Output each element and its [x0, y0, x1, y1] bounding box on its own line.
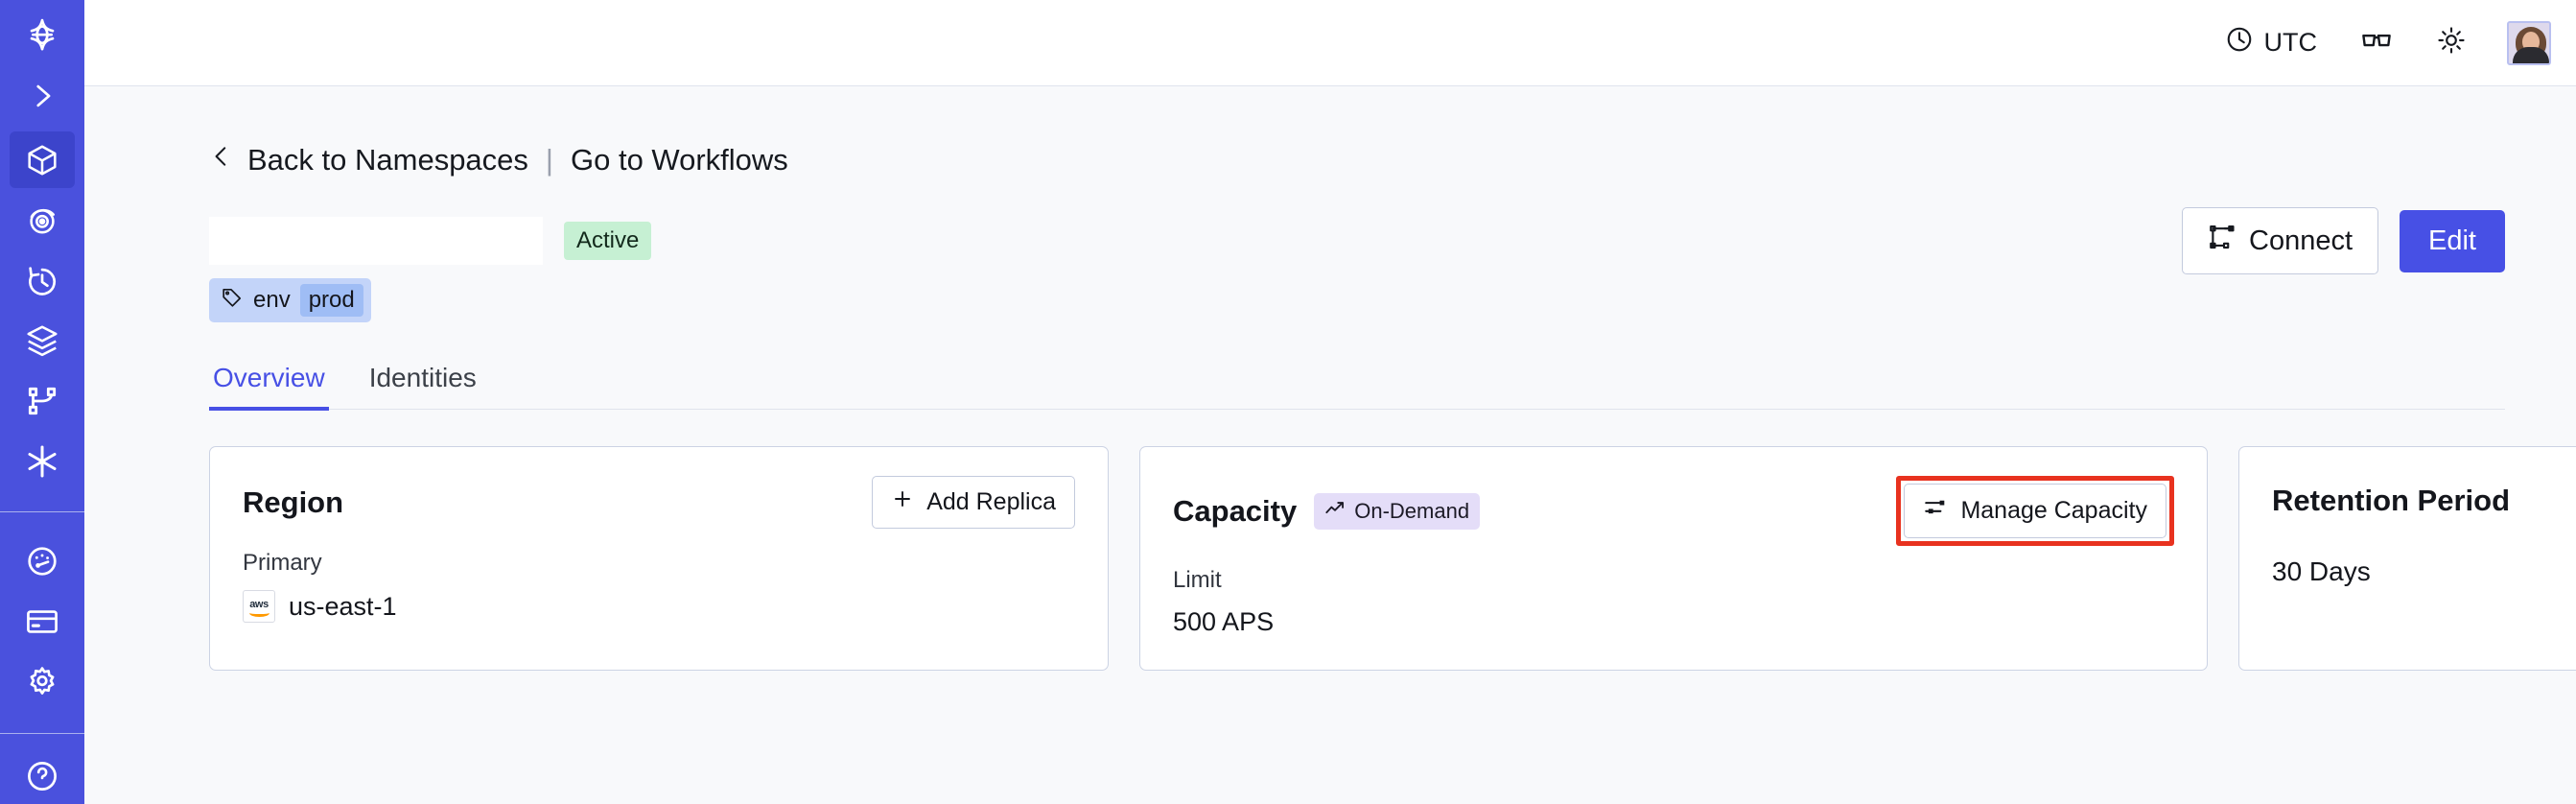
breadcrumb-back-link[interactable]: Back to Namespaces — [247, 143, 528, 177]
sun-icon — [2436, 25, 2467, 60]
chevron-left-icon[interactable] — [209, 142, 234, 178]
avatar-body — [2513, 46, 2549, 63]
region-primary-value: us-east-1 — [289, 591, 397, 621]
capacity-limit-value: 500 APS — [1173, 607, 1275, 636]
capacity-limit-label: Limit — [1173, 567, 1222, 593]
status-badge: Active — [564, 222, 652, 260]
tab-identities[interactable]: Identities — [368, 363, 477, 392]
plus-icon — [891, 487, 914, 517]
retention-card-title: Retention Period — [2272, 484, 2511, 517]
compass-star-logo-icon — [23, 16, 61, 55]
region-card: Region Add Replica Primary — [209, 446, 1109, 671]
capacity-card-title-group: Capacity On-Demand — [1173, 492, 1481, 530]
main-column: UTC — [84, 0, 2576, 804]
retention-card: Retention Period 30 Days — [2238, 446, 2576, 671]
edit-button[interactable]: Edit — [2400, 209, 2505, 272]
tag-key: env — [253, 287, 291, 313]
manage-capacity-button[interactable]: Manage Capacity — [1904, 484, 2166, 538]
on-demand-badge: On-Demand — [1314, 492, 1481, 530]
timezone-selector[interactable]: UTC — [2210, 17, 2333, 68]
tab-overview[interactable]: Overview — [209, 363, 329, 411]
asterisk-icon — [23, 442, 61, 481]
sidebar-item-settings[interactable] — [10, 653, 75, 710]
add-replica-button[interactable]: Add Replica — [872, 476, 1075, 529]
sidebar-divider-2 — [0, 733, 84, 735]
sidebar-item-workflows[interactable] — [10, 373, 75, 430]
sidebar-item-schedules[interactable] — [10, 252, 75, 309]
help-circle-icon — [24, 758, 60, 794]
sidebar-expand-toggle[interactable] — [10, 68, 75, 125]
credit-card-icon — [24, 603, 60, 640]
tag-env[interactable]: env prod — [209, 278, 371, 322]
breadcrumb-separator: | — [545, 143, 553, 177]
aws-logo-text: aws — [249, 598, 269, 610]
retention-card-header: Retention Period — [2272, 476, 2564, 526]
header-actions: Connect Edit — [2182, 207, 2505, 274]
page-title — [209, 217, 543, 265]
clock-rewind-icon — [24, 263, 60, 299]
sidebar-item-help[interactable] — [10, 747, 75, 804]
connect-flow-icon — [2208, 223, 2236, 259]
on-demand-badge-label: On-Demand — [1354, 498, 1470, 523]
eye-spiral-icon — [24, 202, 60, 239]
manage-capacity-highlight: Manage Capacity — [1896, 476, 2174, 546]
region-card-title: Region — [243, 485, 344, 519]
namespace-title-row: Active Co — [209, 207, 2505, 274]
aws-logo-icon: aws — [243, 590, 275, 623]
breadcrumb: Back to Namespaces | Go to Workflows — [209, 142, 788, 178]
manage-capacity-label: Manage Capacity — [1960, 497, 2147, 524]
breadcrumb-workflows-link[interactable]: Go to Workflows — [570, 143, 788, 177]
git-branch-icon — [24, 383, 60, 419]
gear-icon — [24, 664, 60, 700]
sidebar-divider-1 — [0, 510, 84, 512]
sidebar-item-namespaces[interactable] — [10, 131, 75, 189]
sidebar-item-usage[interactable] — [10, 533, 75, 590]
region-card-title-group: Region — [243, 485, 343, 520]
page-content: Back to Namespaces | Go to Workflows Act… — [84, 86, 2576, 804]
tag-icon — [221, 286, 244, 316]
avatar[interactable] — [2507, 20, 2551, 65]
overview-cards: Region Add Replica Primary — [209, 446, 2576, 671]
connect-button-label: Connect — [2249, 225, 2354, 256]
tab-bar: Overview Identities — [209, 363, 2505, 411]
capacity-card-header: Capacity On-Demand — [1173, 476, 2174, 546]
top-bar-actions: UTC — [2210, 16, 2551, 70]
retention-value: 30 Days — [2272, 556, 2371, 586]
sidebar-item-observe[interactable] — [10, 192, 75, 248]
docs-button[interactable] — [2346, 16, 2407, 70]
sliders-icon — [1923, 495, 1948, 527]
gauge-icon — [24, 543, 60, 579]
theme-toggle-button[interactable] — [2421, 16, 2482, 70]
primary-sidebar — [0, 0, 84, 804]
clock-icon — [2225, 25, 2254, 60]
region-primary-value-row: aws us-east-1 — [243, 590, 1075, 623]
namespace-tags: env prod — [209, 278, 2505, 322]
trending-up-icon — [1324, 498, 1346, 525]
avatar-face — [2522, 31, 2540, 52]
layers-icon — [24, 322, 60, 359]
add-replica-label: Add Replica — [926, 488, 1056, 515]
tag-value: prod — [299, 284, 363, 317]
aws-logo-smile — [249, 609, 269, 617]
region-card-header: Region Add Replica — [243, 476, 1075, 529]
top-bar: UTC — [84, 0, 2576, 86]
chevron-right-icon — [26, 80, 59, 112]
cube-icon — [24, 142, 60, 178]
sidebar-item-batch[interactable] — [10, 313, 75, 369]
sidebar-item-nexus[interactable] — [10, 434, 75, 490]
sidebar-logo[interactable] — [10, 8, 75, 64]
capacity-card-title: Capacity — [1173, 493, 1298, 528]
timezone-label: UTC — [2263, 28, 2318, 57]
glasses-icon — [2360, 24, 2393, 61]
connect-button[interactable]: Connect — [2182, 207, 2379, 274]
region-primary-label: Primary — [243, 550, 322, 576]
sidebar-item-billing[interactable] — [10, 593, 75, 650]
capacity-card: Capacity On-Demand — [1139, 446, 2208, 671]
